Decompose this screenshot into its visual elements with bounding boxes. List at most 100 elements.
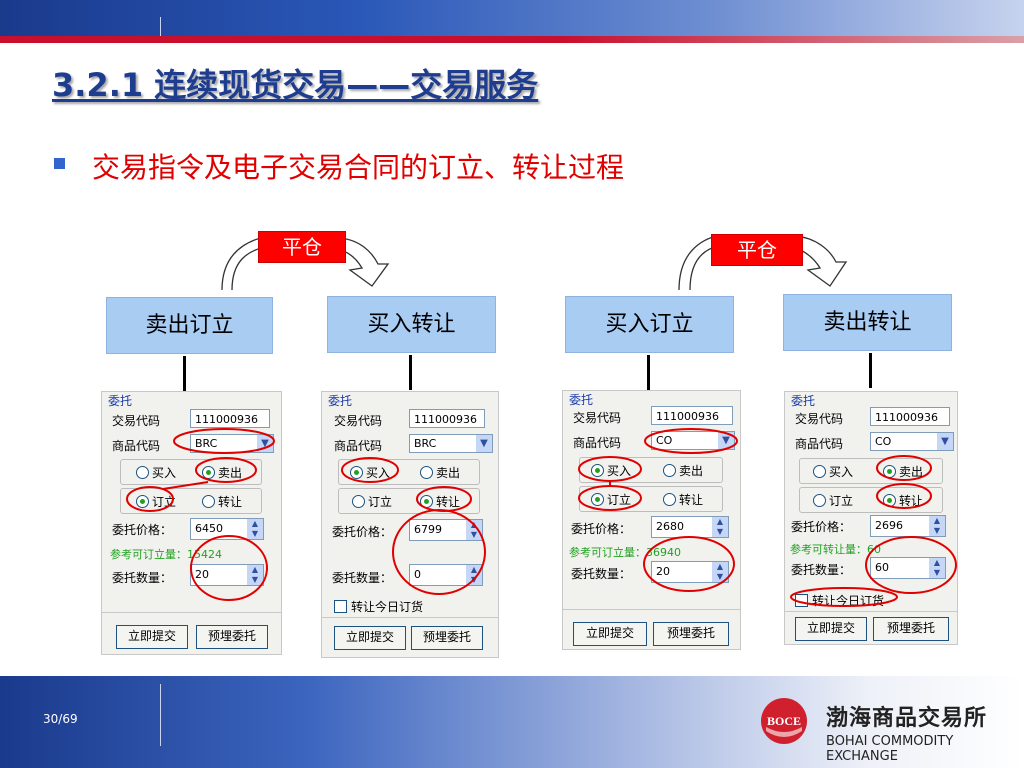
ref-value: 36940 [646, 546, 681, 559]
spinner-icon[interactable]: ▲▼ [247, 565, 263, 585]
radio-buy[interactable]: 买入 [136, 464, 176, 481]
radio-buy[interactable]: 买入 [591, 462, 631, 479]
quantity-input[interactable]: 60 ▲▼ [870, 557, 946, 579]
chevron-down-icon[interactable]: ▼ [718, 432, 734, 449]
quantity-input[interactable]: 0 ▲▼ [409, 564, 483, 586]
radio-sell-label: 卖出 [679, 464, 704, 478]
radio-buy-label: 买入 [366, 466, 391, 480]
page-number: 30/69 [43, 712, 78, 726]
trade-code-label: 交易代码 [112, 414, 161, 428]
reference-quantity: 参考可订立量：15424 [110, 546, 222, 562]
chevron-down-icon[interactable]: ▼ [937, 433, 953, 450]
panel-header: 委托 [791, 394, 816, 408]
transfer-today-checkbox[interactable]: 转让今日订货 [334, 598, 423, 615]
radio-transfer[interactable]: 转让 [202, 493, 242, 510]
price-input[interactable]: 6450▲▼ [190, 518, 264, 540]
quantity-value: 20 [195, 568, 209, 581]
quantity-label: 委托数量： [112, 571, 173, 585]
checkbox-icon [795, 594, 808, 607]
quantity-value: 0 [414, 568, 421, 581]
logo-text: BOCE [767, 714, 801, 728]
radio-sell[interactable]: 卖出 [663, 462, 703, 479]
price-label: 委托价格： [112, 523, 173, 537]
price-input[interactable]: 2696 ▲▼ [870, 515, 946, 537]
product-code-select[interactable]: CO▼ [870, 432, 954, 451]
radio-sell[interactable]: 卖出 [202, 464, 242, 481]
divider [322, 617, 498, 618]
radio-dot-icon [202, 466, 215, 479]
radio-buy-label: 买入 [829, 465, 854, 479]
boce-logo-icon: BOCE [761, 698, 807, 744]
ref-label: 参考可订立量： [110, 548, 187, 561]
spinner-icon[interactable]: ▲▼ [712, 562, 728, 582]
pingcang-label-right: 平仓 [711, 234, 803, 266]
radio-transfer[interactable]: 转让 [663, 491, 703, 508]
radio-open[interactable]: 订立 [136, 493, 176, 510]
preset-order-button[interactable]: 预埋委托 [653, 622, 729, 646]
radio-open-label: 订立 [152, 495, 177, 509]
preset-order-button[interactable]: 预埋委托 [196, 625, 268, 649]
quantity-value: 20 [656, 565, 670, 578]
radio-open[interactable]: 订立 [813, 492, 853, 509]
radio-buy[interactable]: 买入 [350, 464, 390, 481]
radio-transfer[interactable]: 转让 [883, 492, 923, 509]
trade-code-input[interactable]: 111000936 [870, 407, 950, 426]
trade-code-input[interactable]: 111000936 [190, 409, 270, 428]
price-value: 6799 [414, 523, 442, 536]
radio-sell[interactable]: 卖出 [420, 464, 460, 481]
spinner-icon[interactable]: ▲▼ [466, 520, 482, 540]
chevron-down-icon[interactable]: ▼ [476, 435, 492, 452]
top-banner [0, 0, 1024, 36]
price-value: 2680 [656, 520, 684, 533]
preset-order-button[interactable]: 预埋委托 [411, 626, 483, 650]
radio-dot-icon [591, 464, 604, 477]
checkbox-label: 转让今日订货 [351, 600, 424, 614]
spinner-icon[interactable]: ▲▼ [929, 558, 945, 578]
submit-button[interactable]: 立即提交 [795, 617, 867, 641]
spinner-icon[interactable]: ▲▼ [247, 519, 263, 539]
product-code-select[interactable]: BRC▼ [190, 434, 274, 453]
transfer-today-checkbox[interactable]: 转让今日订货 [795, 592, 884, 609]
slide-title: 3.2.1 连续现货交易——交易服务 [52, 66, 539, 104]
trade-code-input[interactable]: 111000936 [651, 406, 733, 425]
spinner-icon[interactable]: ▲▼ [929, 516, 945, 536]
quantity-input[interactable]: 20 ▲▼ [651, 561, 729, 583]
submit-button[interactable]: 立即提交 [116, 625, 188, 649]
reference-quantity: 参考可转让量：60 [790, 541, 881, 557]
radio-dot-icon [350, 466, 363, 479]
product-code-select[interactable]: CO▼ [651, 431, 735, 450]
radio-sell-label: 卖出 [218, 466, 243, 480]
price-label: 委托价格： [332, 525, 393, 539]
radio-open[interactable]: 订立 [352, 493, 392, 510]
radio-transfer-label: 转让 [218, 495, 243, 509]
radio-dot-icon [813, 465, 826, 478]
product-code-select[interactable]: BRC▼ [409, 434, 493, 453]
spinner-icon[interactable]: ▲▼ [712, 517, 728, 537]
preset-order-button[interactable]: 预埋委托 [873, 617, 949, 641]
quantity-value: 60 [875, 561, 889, 574]
radio-dot-icon [813, 494, 826, 507]
trade-code-input[interactable]: 111000936 [409, 409, 485, 428]
submit-button[interactable]: 立即提交 [334, 626, 406, 650]
radio-dot-icon [663, 493, 676, 506]
connector-line [869, 353, 872, 388]
quantity-input[interactable]: 20 ▲▼ [190, 564, 264, 586]
radio-open[interactable]: 订立 [591, 491, 631, 508]
submit-button[interactable]: 立即提交 [573, 622, 647, 646]
curve-arrow-right-head [795, 235, 848, 287]
radio-open-label: 订立 [368, 495, 393, 509]
slide-subtitle: 交易指令及电子交易合同的订立、转让过程 [92, 151, 625, 184]
spinner-icon[interactable]: ▲▼ [466, 565, 482, 585]
chevron-down-icon[interactable]: ▼ [257, 435, 273, 452]
radio-dot-icon [883, 465, 896, 478]
price-input[interactable]: 6799 ▲▼ [409, 519, 483, 541]
product-code-label: 商品代码 [573, 436, 622, 450]
order-panel-2: 委托 交易代码 111000936 商品代码 BRC▼ 买入 卖出 订立 转让 … [321, 391, 499, 658]
radio-transfer-label: 转让 [899, 494, 924, 508]
price-value: 2696 [875, 519, 903, 532]
quantity-label: 委托数量： [791, 563, 852, 577]
price-input[interactable]: 2680 ▲▼ [651, 516, 729, 538]
radio-buy[interactable]: 买入 [813, 463, 853, 480]
radio-sell[interactable]: 卖出 [883, 463, 923, 480]
radio-transfer[interactable]: 转让 [420, 493, 460, 510]
